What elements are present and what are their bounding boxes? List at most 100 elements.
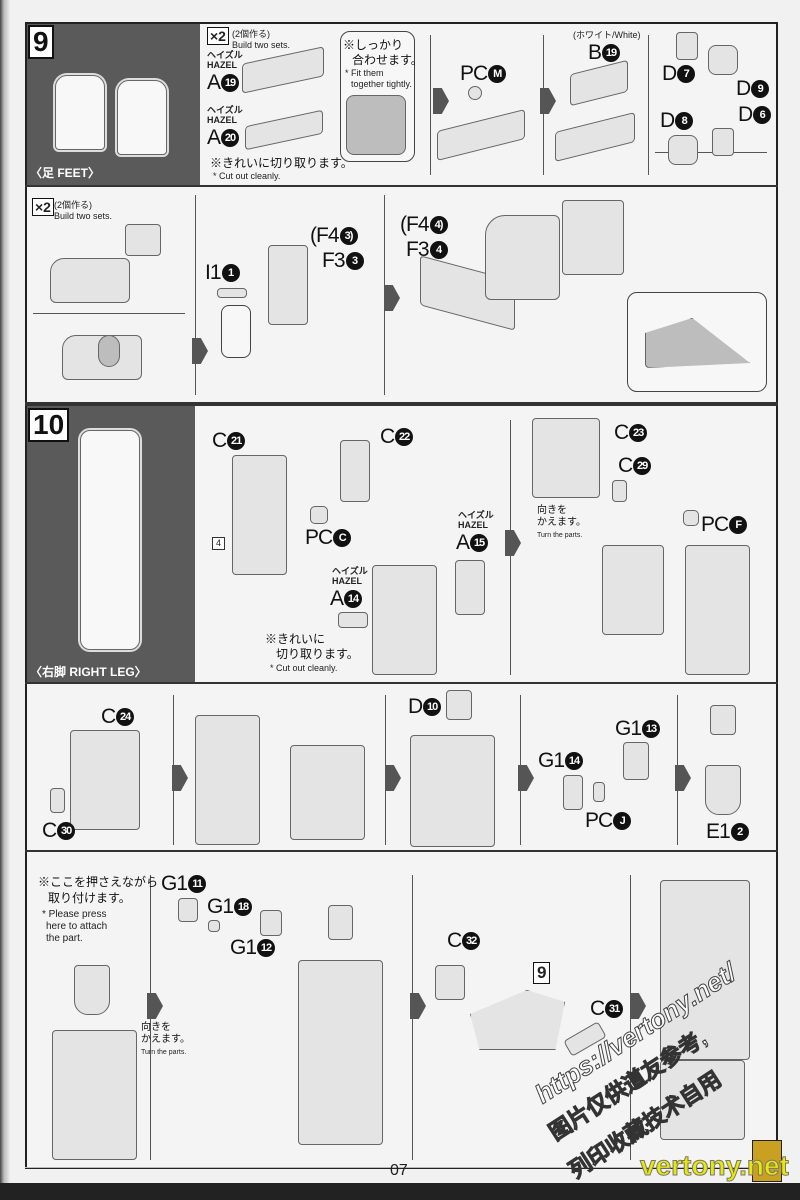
turn-note-jp: 向きを: [141, 1022, 171, 1033]
cut-note-en: * Cut out cleanly.: [213, 171, 281, 181]
part-pcc: [310, 506, 328, 524]
vertony-logo: [752, 1140, 782, 1182]
divider: [25, 402, 778, 406]
foot-illustration: [117, 80, 167, 155]
build-note-en: Build two sets.: [232, 40, 291, 50]
part-f4-f3: [562, 200, 624, 275]
part-f4-f3: [268, 245, 308, 325]
divider: [430, 35, 431, 175]
part-pcj: [593, 782, 605, 802]
part-ankle: [125, 224, 161, 256]
completed-foot: [660, 1060, 745, 1140]
build-note-en: Build two sets.: [54, 211, 113, 221]
leg-illustration: [80, 430, 140, 650]
part-d6: [712, 128, 734, 156]
hazel-label: ヘイズル: [207, 105, 243, 115]
step-number: 10: [28, 408, 70, 442]
build-note-jp: (2個作る): [232, 29, 270, 39]
cut-note-jp: 切り取ります。: [276, 647, 359, 661]
hazel-label: ヘイズル: [207, 50, 243, 60]
part-d9: [708, 45, 738, 75]
gate-detail-box: [221, 305, 251, 358]
turn-note-en: Turn the parts.: [537, 532, 583, 539]
part-e12: [74, 965, 110, 1015]
part-g1-assembly: [710, 705, 736, 735]
part-c24-assembly: [290, 745, 365, 840]
press-note-en: here to attach: [46, 921, 108, 932]
part-i11: [217, 288, 247, 298]
turn-note-jp: かえます。: [537, 517, 586, 528]
part-a15: [455, 560, 485, 615]
part-c22: [340, 440, 370, 502]
cut-note-jp: ※きれいに: [265, 632, 326, 646]
next-step-arrow-icon: [192, 338, 208, 364]
scan-edge: [0, 1183, 800, 1200]
fit-note-en: * Fit them: [345, 68, 384, 78]
divider: [25, 1167, 778, 1168]
cut-note-en: * Cut out cleanly.: [270, 663, 338, 673]
build-note-jp: (2個作る): [54, 200, 92, 210]
next-step-arrow-icon: [630, 993, 646, 1019]
next-step-arrow-icon: [385, 765, 401, 791]
press-note-jp: 取り付けます。: [48, 891, 131, 905]
part-g1-assembly: [328, 905, 353, 940]
divider: [25, 850, 778, 852]
part-d7: [676, 32, 698, 60]
next-step-arrow-icon: [147, 993, 163, 1019]
leg-assembly: [298, 960, 383, 1145]
leg-assembly: [372, 565, 437, 675]
press-note-en: the part.: [46, 933, 83, 944]
hazel-label: ヘイズル: [332, 566, 368, 576]
next-step-arrow-icon: [505, 530, 521, 556]
leg-assembly: [195, 715, 260, 845]
page-number: 07: [390, 1162, 408, 1179]
hazel-label: HAZEL: [207, 115, 237, 125]
quantity-badge: ×2: [207, 27, 229, 45]
next-step-arrow-icon: [675, 765, 691, 791]
leg-assembly: [685, 545, 750, 675]
foot-assembly: [470, 990, 565, 1050]
rotated-joint: [98, 335, 120, 367]
step-number: 9: [28, 25, 54, 59]
fit-note-en: together tightly.: [351, 79, 412, 89]
fit-detail-illustration: [346, 95, 406, 155]
part-pcm: [468, 86, 482, 100]
cut-note-jp: ※きれいに切り取ります。: [210, 156, 353, 170]
divider: [655, 152, 767, 153]
part-c23-assembly: [602, 545, 664, 635]
hazel-label: ヘイズル: [458, 510, 494, 520]
part-g113: [623, 742, 649, 780]
next-step-arrow-icon: [518, 765, 534, 791]
leg-assembly: [52, 1030, 137, 1160]
press-note-jp: ※ここを押さえながら: [38, 875, 159, 889]
watermark-brand: vertony.net: [640, 1150, 790, 1182]
part-d10: [446, 690, 472, 720]
part-g112: [260, 910, 282, 936]
section-title-right-leg: 〈右脚 RIGHT LEG〉: [30, 665, 147, 679]
next-step-arrow-icon: [384, 285, 400, 311]
part-c21: [232, 455, 287, 575]
press-note-en: * Please press: [42, 909, 107, 920]
divider: [195, 195, 196, 395]
reference-step-box: 9: [533, 962, 551, 984]
part-a14-piece: [338, 612, 368, 628]
